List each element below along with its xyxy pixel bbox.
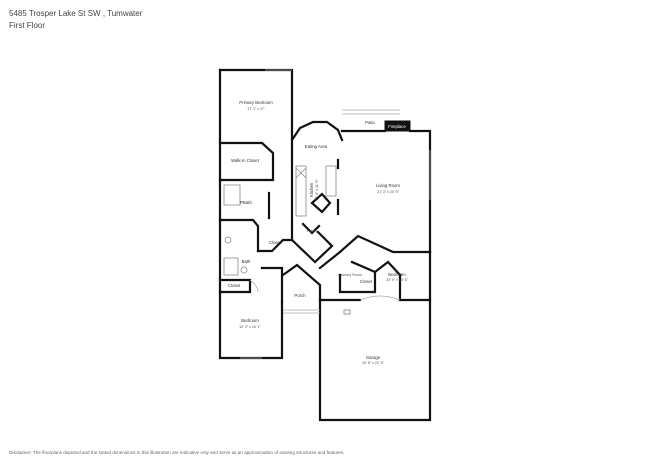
room-label-pbath: PBath bbox=[240, 200, 252, 205]
room-label-closet-1: Closet bbox=[269, 240, 282, 245]
room-label-laundry-room: Laundry Room bbox=[338, 273, 362, 277]
room-label-closet-3: Closet bbox=[360, 279, 373, 284]
room-label-garage: Garage bbox=[366, 355, 381, 360]
floor-plan-details bbox=[223, 69, 431, 359]
room-label-primary-bedroom: Primary Bedroom bbox=[239, 100, 273, 105]
room-dim-kitchen: 17' 8" x 11' 5" bbox=[315, 179, 319, 201]
room-label-walk-in-closet: Walk-In Closet bbox=[231, 158, 260, 163]
room-label-fireplace: Fireplace bbox=[388, 124, 406, 129]
property-address: 5485 Trosper Lake St SW , Tumwater bbox=[9, 9, 143, 18]
room-dim-primary-bedroom: 17' 1" x 17' bbox=[247, 107, 265, 111]
room-label-bath: Bath bbox=[242, 259, 251, 264]
room-label-kitchen: Kitchen bbox=[309, 182, 314, 197]
room-label-pantry: Pantry bbox=[307, 229, 318, 233]
room-label-bedroom-left: Bedroom bbox=[241, 318, 259, 323]
room-label-living-room: Living Room bbox=[376, 183, 400, 188]
room-label-porch: Porch bbox=[294, 293, 306, 298]
room-label-patio: Patio bbox=[365, 120, 375, 125]
room-dim-living-room: 21' 3" x 20' 5" bbox=[377, 190, 399, 194]
room-label-bedroom-right: Bedroom bbox=[388, 272, 406, 277]
disclaimer: Disclaimer: The floorplans depicted and … bbox=[9, 450, 345, 455]
room-label-closet-2: Closet bbox=[228, 283, 241, 288]
floor-plan-walls bbox=[218, 68, 432, 422]
room-dim-bedroom-right: 24' 9" x 10' 6" bbox=[386, 278, 408, 282]
room-dim-garage: 26' 6" x 22' 5" bbox=[362, 361, 384, 365]
room-label-eating-area: Eating Area bbox=[305, 144, 328, 149]
floor-label: First Floor bbox=[9, 21, 45, 30]
room-dim-bedroom-left: 10' 3" x 16' 1" bbox=[239, 325, 261, 329]
